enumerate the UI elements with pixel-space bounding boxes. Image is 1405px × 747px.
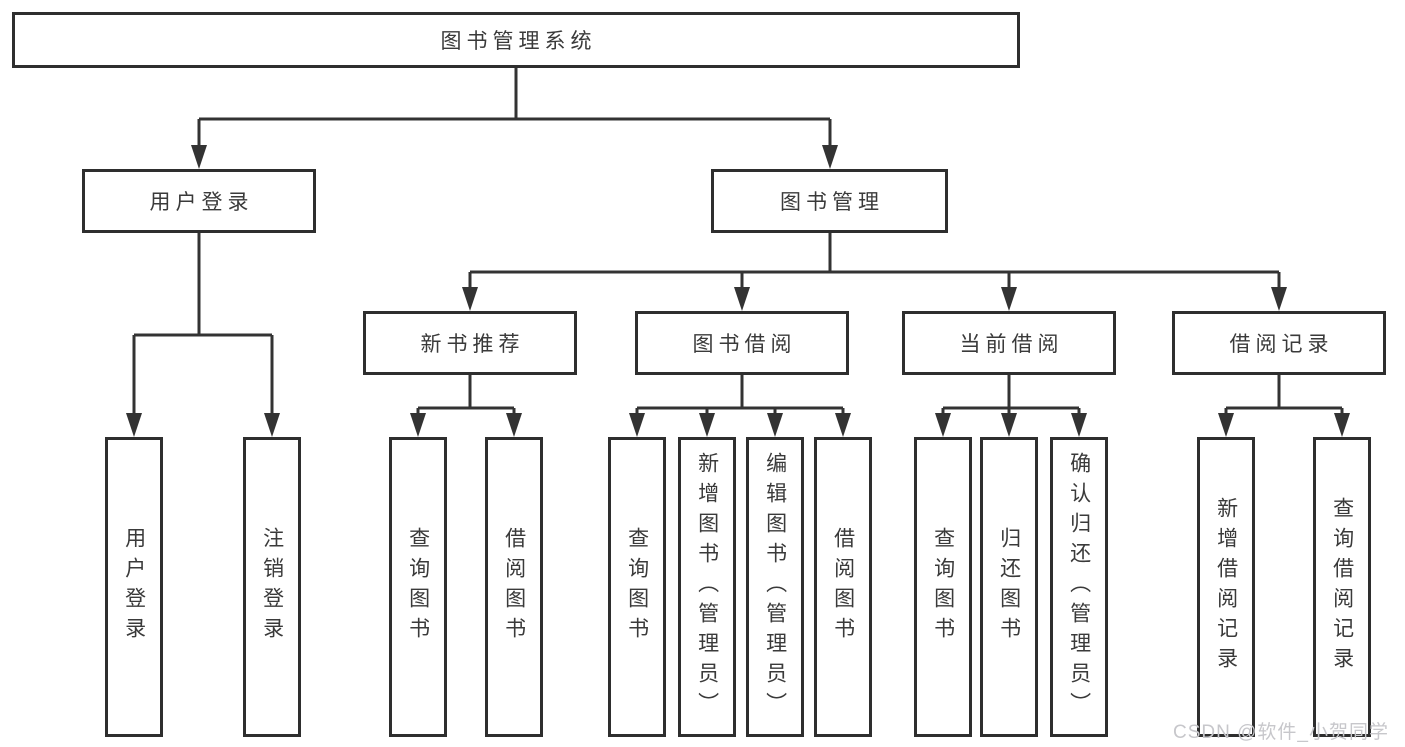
arrowhead-icons [126, 145, 1350, 437]
node-root: 图书管理系统 [12, 12, 1020, 68]
leaf-borrow-add-books-admin: 新增图书（管理员） [678, 437, 736, 737]
node-current-borrow-label: 当前借阅 [959, 333, 1064, 356]
node-user-login: 用户登录 [82, 169, 316, 233]
leaf-records-add-record: 新增借阅记录 [1197, 437, 1255, 737]
node-book-borrow-label: 图书借阅 [692, 333, 797, 356]
leaf-user-login-label: 用户登录 [122, 527, 146, 647]
node-current-borrow: 当前借阅 [902, 311, 1116, 375]
connector-userlogin-to-leaves [132, 233, 274, 418]
connector-records-to-leaves [1224, 375, 1344, 418]
leaf-current-return-books: 归还图书 [980, 437, 1038, 737]
leaf-recommend-query-books: 查询图书 [389, 437, 447, 737]
leaf-records-query-record: 查询借阅记录 [1313, 437, 1371, 737]
csdn-watermark: CSDN @软件_小贺同学 [1173, 722, 1389, 743]
node-borrow-records: 借阅记录 [1172, 311, 1386, 375]
leaf-current-confirm-return-admin-label: 确认归还（管理员） [1067, 452, 1091, 722]
node-book-borrow: 图书借阅 [635, 311, 849, 375]
leaf-borrow-borrow-books-label: 借阅图书 [831, 527, 855, 647]
node-user-login-label: 用户登录 [149, 191, 254, 214]
leaf-borrow-query-books-label: 查询图书 [625, 527, 649, 647]
node-new-book-recommend-label: 新书推荐 [420, 333, 525, 356]
connector-recommend-to-leaves [416, 375, 516, 418]
leaf-borrow-add-books-admin-label: 新增图书（管理员） [695, 452, 719, 722]
node-book-management: 图书管理 [711, 169, 948, 233]
leaf-logout-label: 注销登录 [260, 527, 284, 647]
leaf-borrow-borrow-books: 借阅图书 [814, 437, 872, 737]
node-book-management-label: 图书管理 [780, 191, 884, 214]
leaf-current-confirm-return-admin: 确认归还（管理员） [1050, 437, 1108, 737]
leaf-current-query-books: 查询图书 [914, 437, 972, 737]
leaf-current-query-books-label: 查询图书 [931, 527, 955, 647]
leaf-records-add-record-label: 新增借阅记录 [1214, 497, 1238, 677]
leaf-user-login: 用户登录 [105, 437, 163, 737]
leaf-recommend-borrow-books: 借阅图书 [485, 437, 543, 737]
leaf-current-return-books-label: 归还图书 [997, 527, 1021, 647]
leaf-borrow-edit-books-admin-label: 编辑图书（管理员） [763, 452, 787, 722]
connector-root-to-level2 [197, 68, 832, 150]
connector-current-to-leaves [941, 375, 1081, 418]
node-borrow-records-label: 借阅记录 [1229, 333, 1334, 356]
leaf-recommend-borrow-books-label: 借阅图书 [502, 527, 526, 647]
leaf-recommend-query-books-label: 查询图书 [406, 527, 430, 647]
node-root-label: 图书管理系统 [440, 30, 597, 53]
leaf-records-query-record-label: 查询借阅记录 [1330, 497, 1354, 677]
node-new-book-recommend: 新书推荐 [363, 311, 577, 375]
connector-bookmgmt-to-level3 [468, 233, 1281, 292]
leaf-borrow-edit-books-admin: 编辑图书（管理员） [746, 437, 804, 737]
connector-borrow-to-leaves [635, 375, 845, 418]
leaf-borrow-query-books: 查询图书 [608, 437, 666, 737]
leaf-logout: 注销登录 [243, 437, 301, 737]
